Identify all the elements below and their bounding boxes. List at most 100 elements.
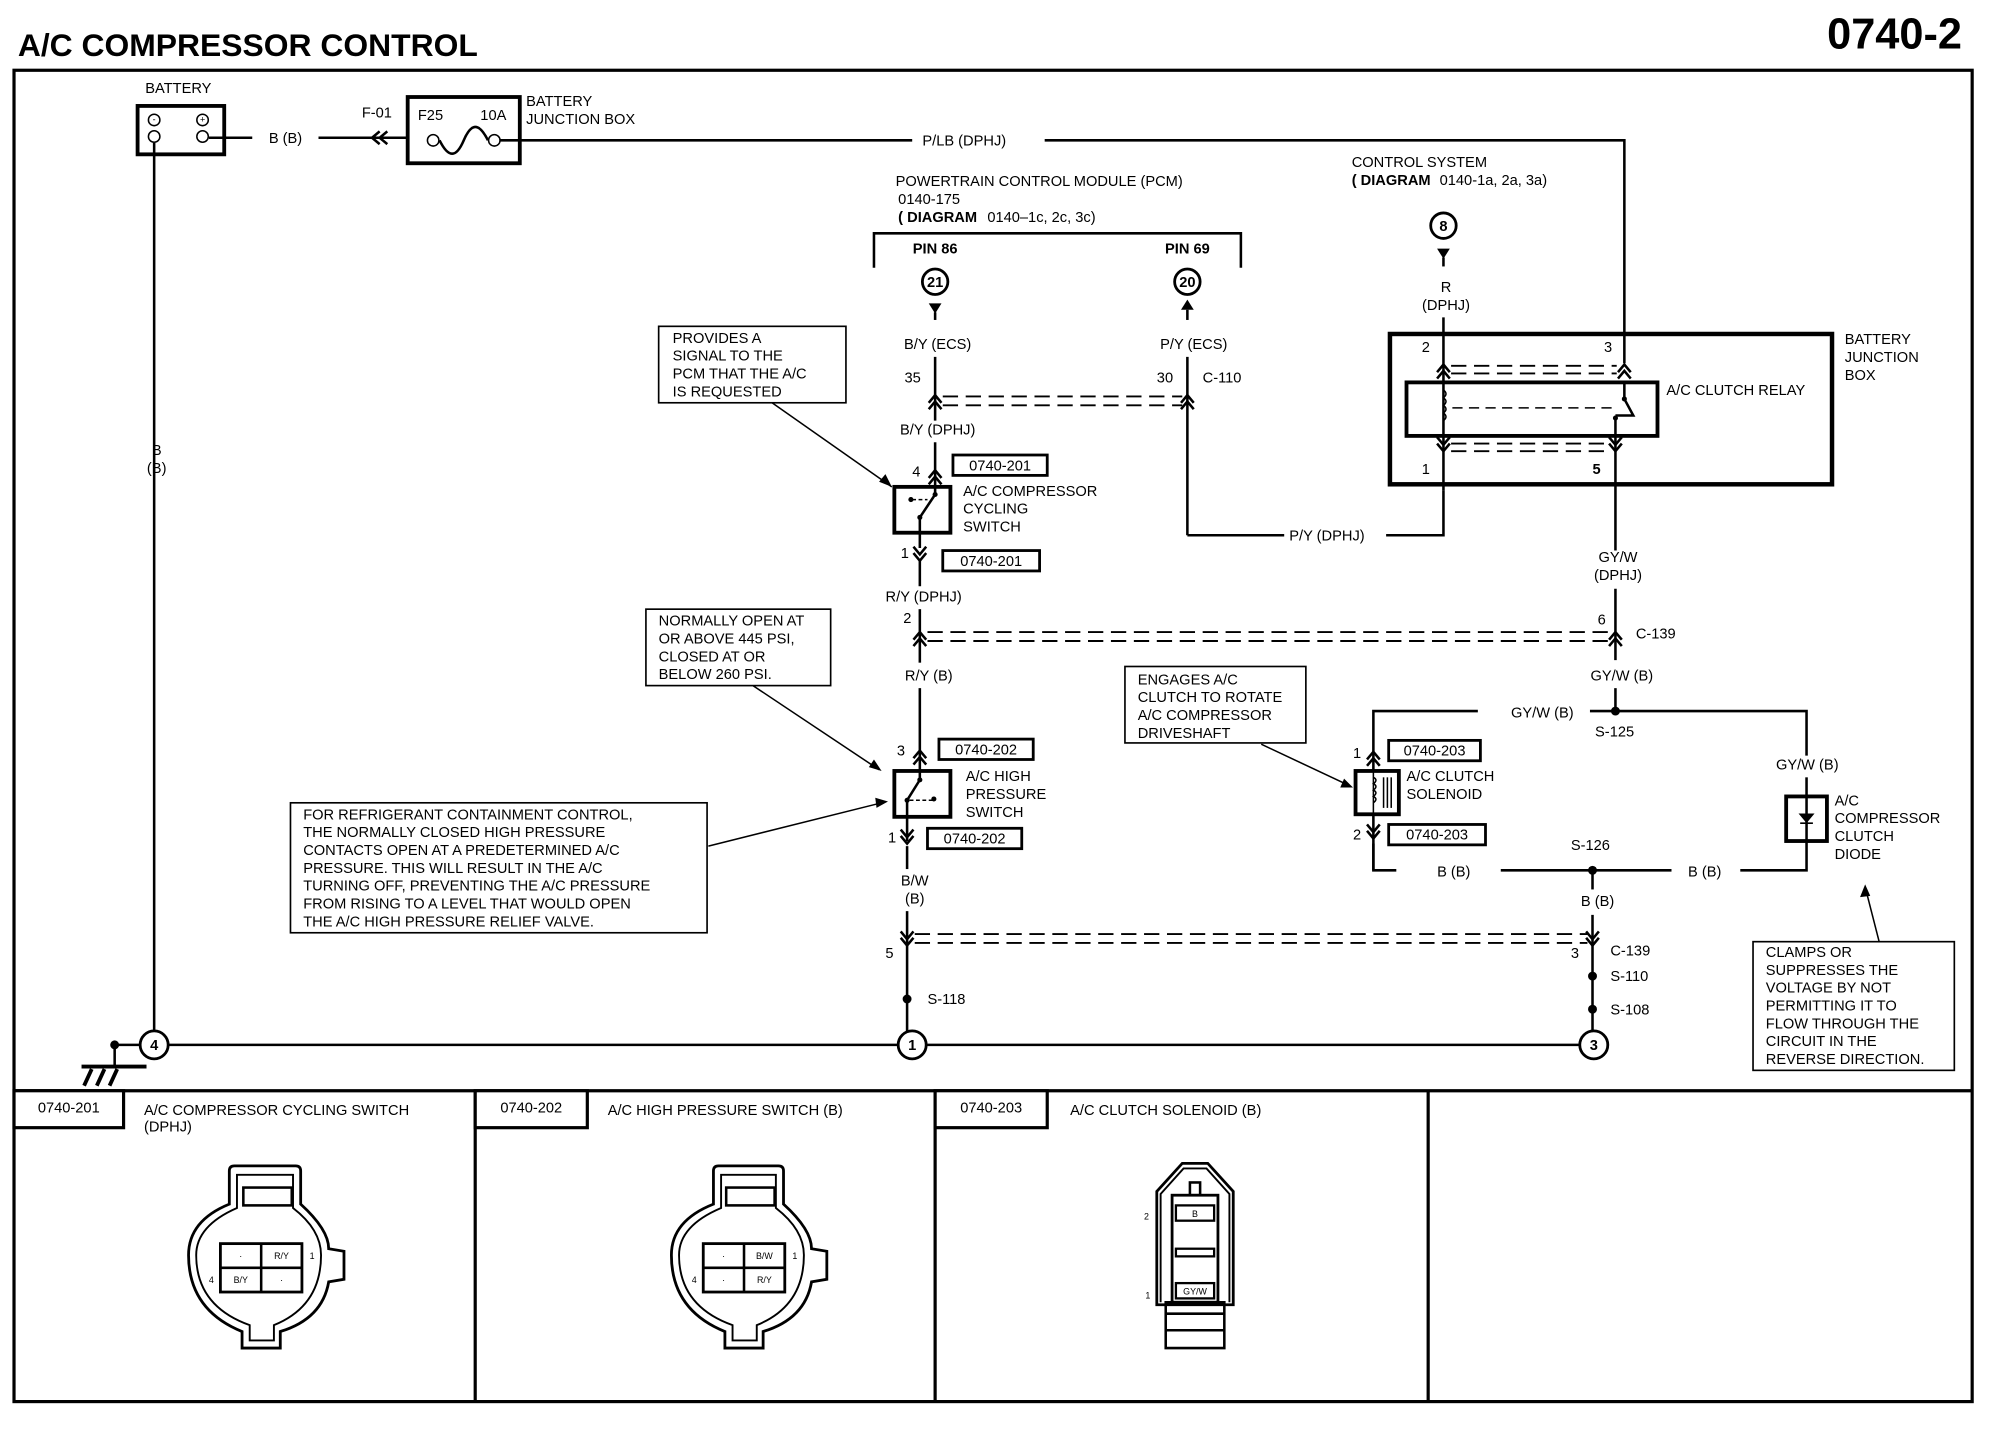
diagram-frame <box>12 68 1974 1404</box>
ground-point <box>138 1029 170 1061</box>
terminal-number: 35 <box>905 370 921 386</box>
pin-number: 4 <box>692 1275 697 1285</box>
connector-ref-link[interactable]: 0740-202 <box>955 742 1017 758</box>
reference-circle <box>920 267 950 296</box>
connector-panel-0740-201: 0740-201 A/C COMPRESSOR CYCLING SWITCH (… <box>12 1089 409 1350</box>
terminal-number: 6 <box>1598 612 1606 628</box>
connector-housing-icon <box>1155 1161 1235 1307</box>
note-box <box>289 801 708 934</box>
connector-chevron-icon <box>370 130 389 146</box>
terminal-number: 1 <box>901 546 909 562</box>
junction-box-label: JUNCTION <box>1845 350 1919 366</box>
connector-ref-box[interactable] <box>1387 738 1482 763</box>
arrow-down-icon <box>928 303 942 314</box>
connector-housing-icon <box>670 1164 829 1350</box>
reference-circle <box>1429 211 1458 240</box>
panel-ref-tab <box>933 1089 1049 1130</box>
reference-circle-label: 21 <box>927 275 943 291</box>
svg-text:-: - <box>153 114 156 124</box>
connector-ref-box[interactable] <box>941 549 1041 573</box>
terminal-number: 2 <box>1422 340 1430 356</box>
wire-label: (B) <box>905 891 925 907</box>
wire-label: B/Y (DPHJ) <box>900 423 975 439</box>
battery-label: BATTERY <box>145 81 211 97</box>
reference-circle <box>1173 267 1202 296</box>
wire-label: R <box>1441 280 1452 296</box>
diode-symbol-icon <box>1798 813 1815 824</box>
pin-number: 1 <box>310 1251 315 1261</box>
terminal-number: 1 <box>888 830 896 846</box>
panel-ref-tab <box>473 1089 589 1130</box>
relay-label: A/C CLUTCH RELAY <box>1666 383 1805 399</box>
pin-number: 2 <box>1144 1211 1149 1221</box>
connector-ref-box[interactable] <box>951 453 1049 477</box>
note-text: OR ABOVE 445 PSI, <box>659 632 795 648</box>
connector-ref-link[interactable]: 0740-203 <box>1406 828 1468 844</box>
note-text: SIGNAL TO THE <box>673 349 783 365</box>
splice-label: S-108 <box>1610 1002 1649 1018</box>
clutch-relay-icon <box>1404 380 1660 438</box>
pin-label: · <box>722 1251 725 1261</box>
connector-ref-box[interactable] <box>1387 823 1487 847</box>
note-text: CLOSED AT OR <box>659 649 766 665</box>
pin-label: · <box>239 1251 242 1261</box>
note-text: THE A/C HIGH PRESSURE RELIEF VALVE. <box>303 914 594 930</box>
pin-cell <box>1174 1204 1216 1222</box>
connector-label: C-139 <box>1636 626 1676 642</box>
connector-label: C-110 <box>1203 370 1242 386</box>
panel-ref: 0740-203 <box>960 1100 1022 1116</box>
note-box <box>657 325 847 404</box>
fuse-icon <box>438 125 490 155</box>
note-text: CLAMPS OR <box>1766 945 1852 961</box>
note-text: PRESSURE. THIS WILL RESULT IN THE A/C <box>303 861 603 877</box>
pin-cell <box>1174 1281 1216 1300</box>
pin-label: · <box>722 1275 725 1285</box>
page-title: A/C COMPRESSOR CONTROL <box>18 27 478 63</box>
connector-ref-link[interactable]: 0740-202 <box>944 832 1006 848</box>
pin-label: B <box>1192 1209 1198 1219</box>
note-text: FROM RISING TO A LEVEL THAT WOULD OPEN <box>303 897 631 913</box>
component-label: CYCLING <box>963 502 1028 518</box>
terminal-number: 3 <box>897 744 905 760</box>
connector-ref-box[interactable] <box>926 826 1024 851</box>
panel-title: A/C HIGH PRESSURE SWITCH (B) <box>608 1103 843 1119</box>
pin-label: PIN 86 <box>913 242 958 258</box>
connector-ref-link[interactable]: 0740-201 <box>960 554 1022 570</box>
component-label: SWITCH <box>963 519 1021 535</box>
wire-label: GY/W (B) <box>1511 705 1574 721</box>
connector-ref-box[interactable] <box>937 737 1035 761</box>
splice-label: S-126 <box>1571 838 1610 854</box>
component-label: COMPRESSOR <box>1835 811 1941 827</box>
wire-label: (DPHJ) <box>1594 568 1642 584</box>
wire-label: GY/W (B) <box>1776 758 1839 774</box>
panel-title: A/C COMPRESSOR CYCLING SWITCH <box>144 1103 409 1119</box>
wire-label: B <box>152 443 162 459</box>
connector-ref-link[interactable]: 0740-201 <box>969 458 1031 474</box>
wire-label: P/Y (DPHJ) <box>1289 528 1364 544</box>
pin-label: GY/W <box>1183 1287 1207 1297</box>
pin-label: R/Y <box>757 1275 772 1285</box>
connector-ref-link[interactable]: 0740-203 <box>1404 744 1466 760</box>
pcm-diagram-ref: 0140–1c, 2c, 3c) <box>987 210 1095 226</box>
connector-label: C-139 <box>1610 944 1650 960</box>
fuse-location: JUNCTION BOX <box>526 112 635 128</box>
pcm-diagram-prefix: ( DIAGRAM <box>898 210 977 226</box>
note-box <box>1752 940 1956 1072</box>
note-text: IS REQUESTED <box>673 384 782 400</box>
control-system-diagram-prefix: ( DIAGRAM <box>1352 173 1431 189</box>
arrow-icon <box>868 759 882 771</box>
note-text: THE NORMALLY CLOSED HIGH PRESSURE <box>303 825 605 841</box>
connector-housing-icon <box>187 1164 346 1350</box>
note-text: NORMALLY OPEN AT <box>659 614 805 630</box>
ground-point-label: 4 <box>150 1038 159 1054</box>
wire-label: P/LB (DPHJ) <box>922 133 1006 149</box>
component-label: A/C COMPRESSOR <box>963 484 1097 500</box>
note-text: PERMITTING IT TO <box>1766 998 1897 1014</box>
terminal-number: 1 <box>1353 746 1361 762</box>
connector-panel-0740-202: 0740-202 A/C HIGH PRESSURE SWITCH (B) · … <box>473 1089 843 1350</box>
component-label: SWITCH <box>966 805 1024 821</box>
terminal-number: 5 <box>885 946 893 962</box>
panel-ref-tab <box>12 1089 126 1130</box>
component-label: DIODE <box>1835 847 1882 863</box>
component-label: CLUTCH <box>1835 829 1894 845</box>
